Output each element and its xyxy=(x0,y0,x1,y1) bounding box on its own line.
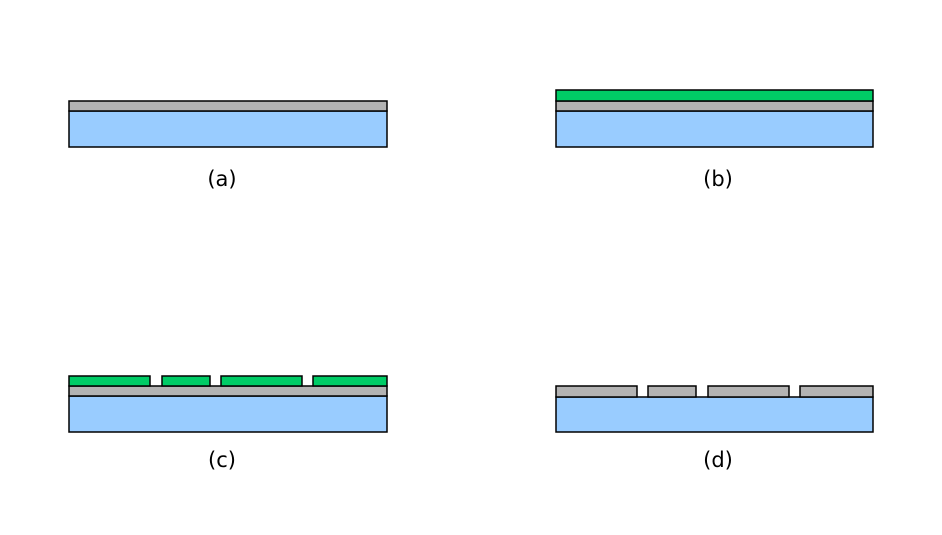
caption-b: (b) xyxy=(703,167,733,191)
thin-film-layer xyxy=(68,100,388,112)
thin-film-layer xyxy=(555,100,874,112)
photoresist-segment xyxy=(220,375,303,387)
film-segment xyxy=(647,385,697,398)
caption-c: (c) xyxy=(208,448,236,472)
photoresist-segment xyxy=(68,375,151,387)
film-segment xyxy=(555,385,638,398)
photoresist-segment xyxy=(312,375,388,387)
substrate xyxy=(555,396,874,433)
photoresist-layer xyxy=(555,89,874,102)
panel-b: (b) xyxy=(555,89,874,191)
thin-film-layer xyxy=(68,385,388,397)
photoresist-segment xyxy=(161,375,211,387)
substrate xyxy=(68,110,388,148)
substrate xyxy=(68,395,388,433)
film-segment xyxy=(707,385,790,398)
panel-a: (a) xyxy=(68,100,388,191)
substrate xyxy=(555,110,874,148)
panel-c: (c) xyxy=(68,375,388,472)
film-segment xyxy=(799,385,874,398)
caption-a: (a) xyxy=(207,167,236,191)
caption-d: (d) xyxy=(703,448,733,472)
panel-d: (d) xyxy=(555,385,874,472)
